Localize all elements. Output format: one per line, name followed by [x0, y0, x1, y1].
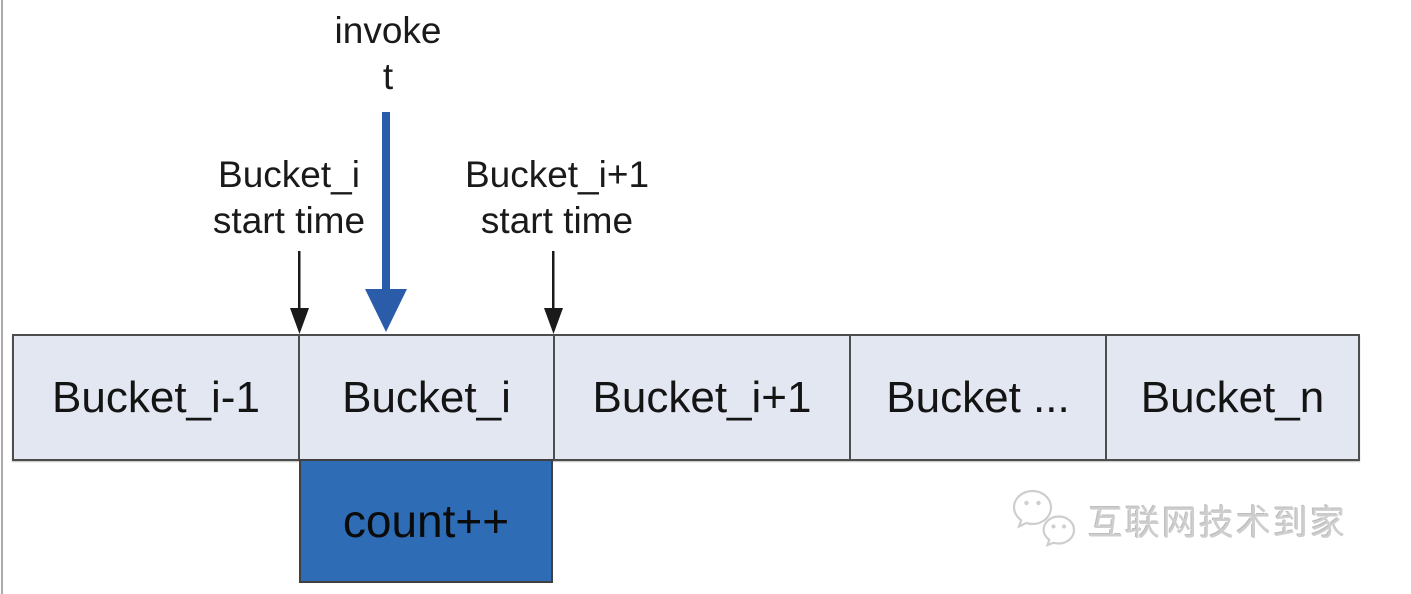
bucket-cell-label: Bucket_i — [342, 372, 511, 422]
bucket-i-start-time-line2: start time — [212, 200, 366, 241]
bucket-cell-i: Bucket_i — [300, 336, 555, 459]
bucket-i1-start-arrow-head — [544, 308, 563, 334]
count-box-label: count++ — [342, 495, 510, 547]
bucket-i1-start-time-line1: Bucket_i+1 — [464, 154, 650, 195]
bucket-row: Bucket_i-1 Bucket_i Bucket_i+1 Bucket ..… — [12, 334, 1360, 461]
invoke-label-line1: invoke — [334, 10, 442, 51]
watermark: 互联网技术到家 — [1012, 488, 1347, 552]
bucket-i1-start-time-label: Bucket_i+1 start time — [447, 152, 667, 244]
invoke-label-line2: t — [382, 56, 394, 97]
bucket-cell-label: Bucket_n — [1140, 372, 1325, 422]
bucket-i-start-time-line1: Bucket_i — [218, 154, 360, 195]
bucket-cell-label: Bucket ... — [886, 372, 1070, 422]
bucket-cell-label: Bucket_i+1 — [592, 372, 812, 422]
bucket-cell-label: Bucket_i-1 — [52, 372, 260, 422]
bucket-i-start-arrow-shaft — [298, 251, 301, 311]
bucket-i-start-arrow-head — [290, 308, 309, 334]
invoke-arrow-head — [365, 289, 407, 332]
count-box: count++ — [299, 459, 553, 583]
bucket-i1-start-arrow-shaft — [552, 251, 555, 311]
bucket-i-start-time-label: Bucket_i start time — [179, 152, 399, 244]
bucket-cell-n: Bucket_n — [1107, 336, 1358, 459]
bucket-cell-ellipsis: Bucket ... — [851, 336, 1107, 459]
wechat-icon — [1012, 489, 1076, 547]
invoke-label: invoke t — [288, 8, 488, 100]
bucket-cell-i-plus-1: Bucket_i+1 — [555, 336, 851, 459]
watermark-text: 互联网技术到家 — [1088, 503, 1348, 543]
bucket-i1-start-time-line2: start time — [480, 200, 634, 241]
page-edge-line — [1, 0, 3, 594]
bucket-cell-i-minus-1: Bucket_i-1 — [14, 336, 300, 459]
